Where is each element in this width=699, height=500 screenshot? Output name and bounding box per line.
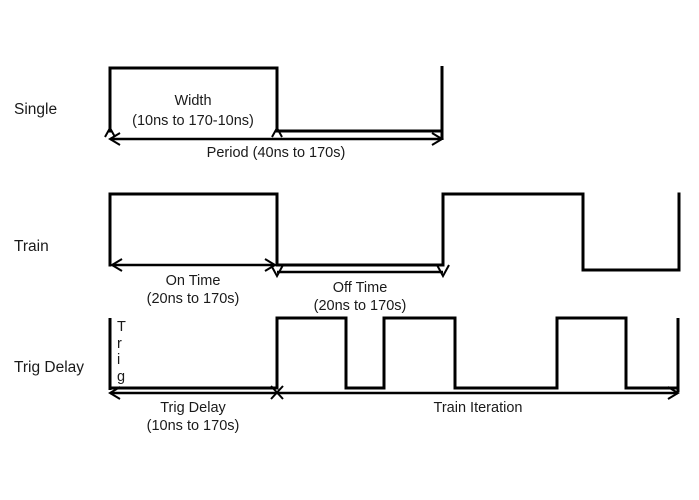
- trig-delay-arrow-left: [108, 386, 121, 400]
- single-period-tick-left: [104, 125, 116, 138]
- train-on-time-range: (20ns to 170s): [147, 291, 240, 307]
- trig-delay-row-group: Trig Delay T r i g Trig Delay (10ns to 1…: [14, 316, 680, 434]
- trig-delay-dim-label: Trig Delay: [160, 400, 226, 416]
- single-period-label: Period (40ns to 170s): [207, 145, 346, 161]
- trig-delay-dim-range: (10ns to 170s): [147, 418, 240, 434]
- single-waveform-path: [108, 66, 444, 133]
- train-off-time-label: Off Time: [333, 280, 388, 296]
- single-period-arrow-right: [431, 132, 444, 146]
- single-width-range: (10ns to 170-10ns): [132, 113, 254, 129]
- train-iteration-arrow-right: [667, 386, 680, 400]
- single-period-tick-mid: [271, 125, 283, 138]
- train-on-time-label: On Time: [166, 273, 221, 289]
- row-label-single: Single: [14, 101, 57, 118]
- train-row-group: Train On Time (20ns to 170s) Off Time (2…: [14, 192, 681, 314]
- single-period-arrow-left: [108, 132, 121, 146]
- train-off-time-arrow-left: [270, 264, 284, 279]
- train-waveform-path: [108, 192, 681, 272]
- trig-vertical-char-g: g: [117, 369, 125, 385]
- trig-vertical-char-i: i: [117, 352, 120, 368]
- single-row-group: Single Width (10ns to 170-10ns) Period (…: [14, 66, 444, 161]
- row-label-trig-delay: Trig Delay: [14, 359, 84, 376]
- trig-vertical-char-t: T: [117, 319, 126, 335]
- row-label-train: Train: [14, 238, 49, 255]
- train-off-time-range: (20ns to 170s): [314, 298, 407, 314]
- single-width-label: Width: [174, 93, 211, 109]
- trig-vertical-char-r: r: [117, 336, 122, 352]
- train-iteration-label: Train Iteration: [434, 400, 523, 416]
- train-on-time-arrow-left: [110, 258, 123, 272]
- train-on-time-arrow-right: [264, 258, 277, 272]
- trig-delay-waveform-path: [108, 316, 680, 390]
- train-off-time-arrow-right: [436, 264, 450, 279]
